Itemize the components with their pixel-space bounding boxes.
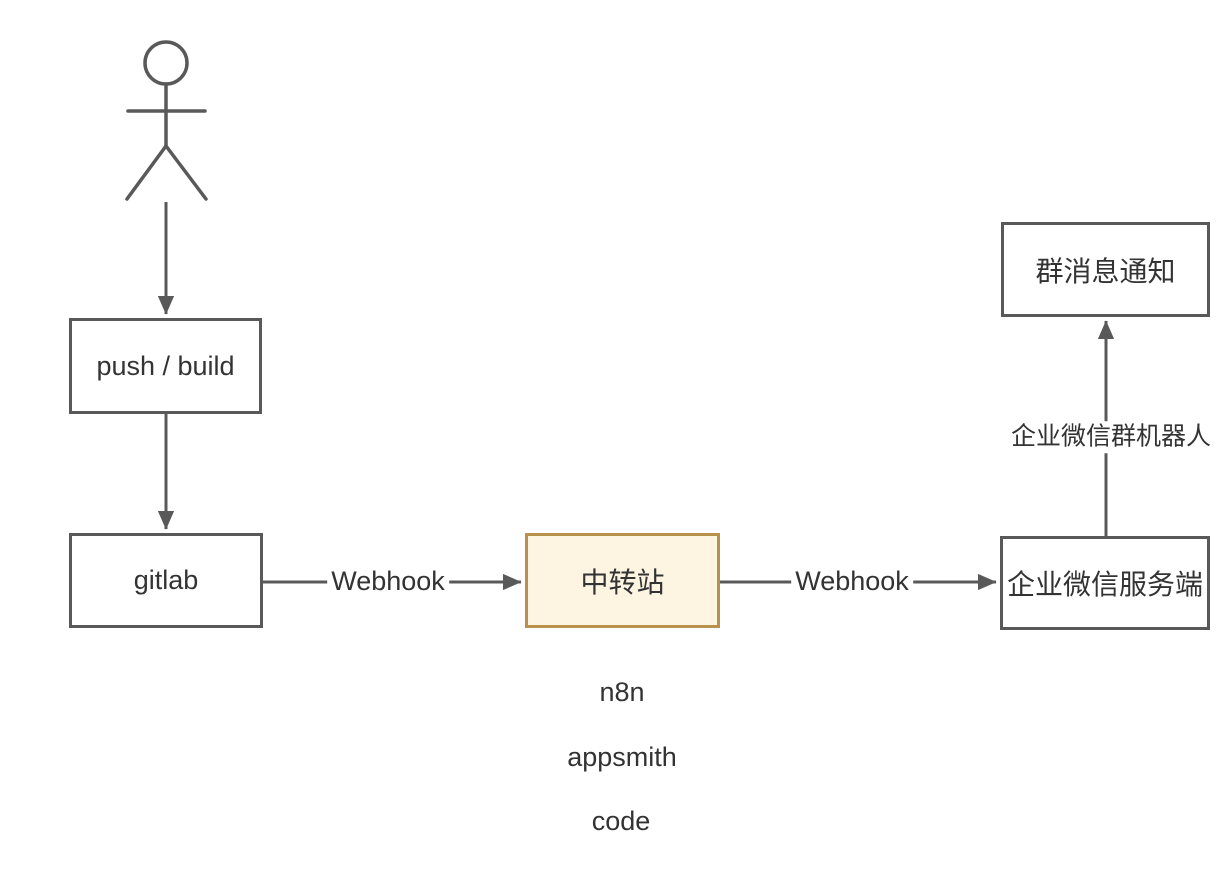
actor-stick-figure-icon: [125, 40, 208, 201]
node-wechat-work-server: 企业微信服务端: [1000, 536, 1210, 630]
node-push-build: push / build: [69, 318, 262, 414]
node-gitlab-label: gitlab: [133, 565, 199, 595]
actor-leg-right: [164, 144, 208, 201]
note-relay-tool-n8n: n8n: [599, 677, 645, 707]
note-relay-tool-code: code: [591, 806, 651, 836]
node-group-message-notification-label: 群消息通知: [1035, 255, 1176, 287]
actor-head: [143, 40, 189, 86]
edge-label-webhook-gitlab-to-relay: Webhook: [327, 565, 449, 599]
edge-label-wechat-group-robot: 企业微信群机器人: [1006, 421, 1216, 453]
node-group-message-notification: 群消息通知: [1001, 222, 1210, 317]
node-relay-station: 中转站: [525, 533, 720, 628]
note-relay-tool-appsmith: appsmith: [567, 742, 677, 772]
node-wechat-work-server-label: 企业微信服务端: [1006, 569, 1203, 600]
edge-label-webhook-relay-to-wechat-server: Webhook: [791, 565, 913, 599]
actor-leg-left: [125, 144, 168, 201]
node-relay-station-label: 中转站: [580, 566, 665, 598]
node-push-build-label: push / build: [96, 350, 235, 381]
node-gitlab: gitlab: [69, 533, 263, 628]
